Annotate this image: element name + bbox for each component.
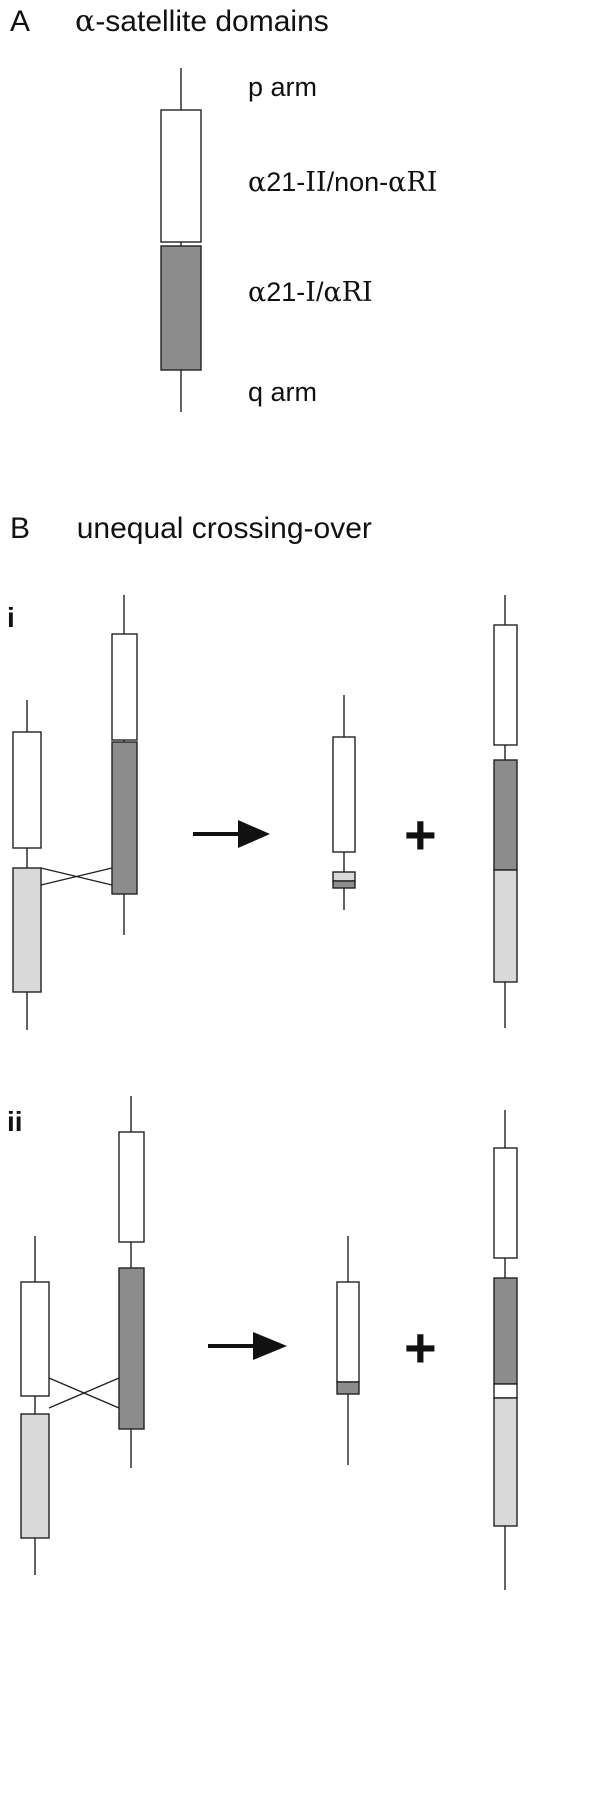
label-alpha21-i-alpha2: α: [323, 277, 342, 308]
white-domain-box: [111, 633, 138, 741]
alpha21-ii-domain-box: [160, 109, 202, 243]
panel-b-i-left-chromosome: [12, 700, 42, 1030]
label-p-arm: p arm: [248, 72, 318, 102]
panel-b-ii-left-chromosome: [20, 1236, 50, 1575]
panel-b-title: unequal crossing-over: [76, 512, 372, 545]
sub-panel-ii-label: ii: [7, 1106, 23, 1137]
dark-domain-box: [493, 759, 518, 871]
sub-panel-i-label: i: [7, 602, 15, 633]
dark-domain-box: [493, 1277, 518, 1385]
arrow-i: [193, 820, 270, 848]
label-alpha21-ii-num: 21-: [266, 167, 306, 197]
panel-b-i-right-chromosome: [111, 595, 138, 935]
panel-a-title-alpha: α: [75, 4, 96, 39]
panel-b-letter: B: [10, 512, 31, 545]
light-domain-box: [12, 867, 42, 993]
label-alpha21-ii-alpha: α: [248, 167, 267, 198]
panel-b-ii-product-large: [493, 1110, 518, 1590]
label-alpha21-i-num: 21-: [266, 277, 306, 307]
light-domain-box: [332, 871, 356, 882]
white-domain-box: [336, 1281, 360, 1383]
panel-b-i-crossover-lines: [40, 867, 113, 886]
panel-b-heading: B unequal crossing-over: [10, 512, 372, 546]
label-alpha21-ii-roman: II: [305, 167, 327, 198]
white-domain-box: [332, 736, 356, 853]
dark-domain-box: [336, 1381, 360, 1395]
label-alpha21-i-end: RI: [341, 277, 373, 308]
light-domain-box: [493, 1397, 518, 1527]
label-alpha21-ii-mid: /non-: [326, 167, 389, 197]
panel-b-i-product-small: [332, 695, 356, 910]
label-alpha21-ii-alpha2: α: [388, 167, 407, 198]
label-alpha21-i: α21-I/αRI: [248, 277, 373, 308]
panel-a-chromosome: [160, 68, 202, 412]
panel-b-ii-crossover-lines: [48, 1377, 120, 1409]
white-domain-box: [12, 731, 42, 849]
white-domain-box: [493, 1147, 518, 1259]
dark-domain-box: [111, 741, 138, 895]
panel-a-letter: A: [10, 5, 29, 38]
plus-sign-ii: +: [404, 1316, 437, 1379]
panel-b-ii-product-small: [336, 1236, 360, 1465]
white-domain-box: [493, 1383, 518, 1399]
white-domain-box: [20, 1281, 50, 1397]
panel-b-i-product-large: [493, 595, 518, 1028]
white-domain-box: [493, 624, 518, 746]
arrow-ii: [208, 1332, 287, 1360]
panel-b-ii-right-chromosome: [118, 1096, 145, 1468]
white-domain-box: [118, 1131, 145, 1243]
light-domain-box: [493, 869, 518, 983]
panel-a-heading: A α-satellite domains: [10, 4, 329, 39]
label-alpha21-i-roman: I: [305, 277, 316, 308]
alpha21-i-domain-box: [160, 245, 202, 371]
label-alpha21-i-slash: /: [315, 277, 324, 307]
light-domain-box: [20, 1413, 50, 1539]
plus-sign-i: +: [404, 803, 437, 866]
label-q-arm: q arm: [248, 377, 318, 407]
dark-domain-box: [118, 1267, 145, 1430]
panel-a-title: -satellite domains: [95, 5, 329, 38]
label-alpha21-i-alpha: α: [248, 277, 267, 308]
label-alpha21-ii: α21-II/non-αRI: [248, 167, 437, 198]
dark-domain-box: [332, 880, 356, 889]
label-alpha21-ii-end: RI: [406, 167, 438, 198]
